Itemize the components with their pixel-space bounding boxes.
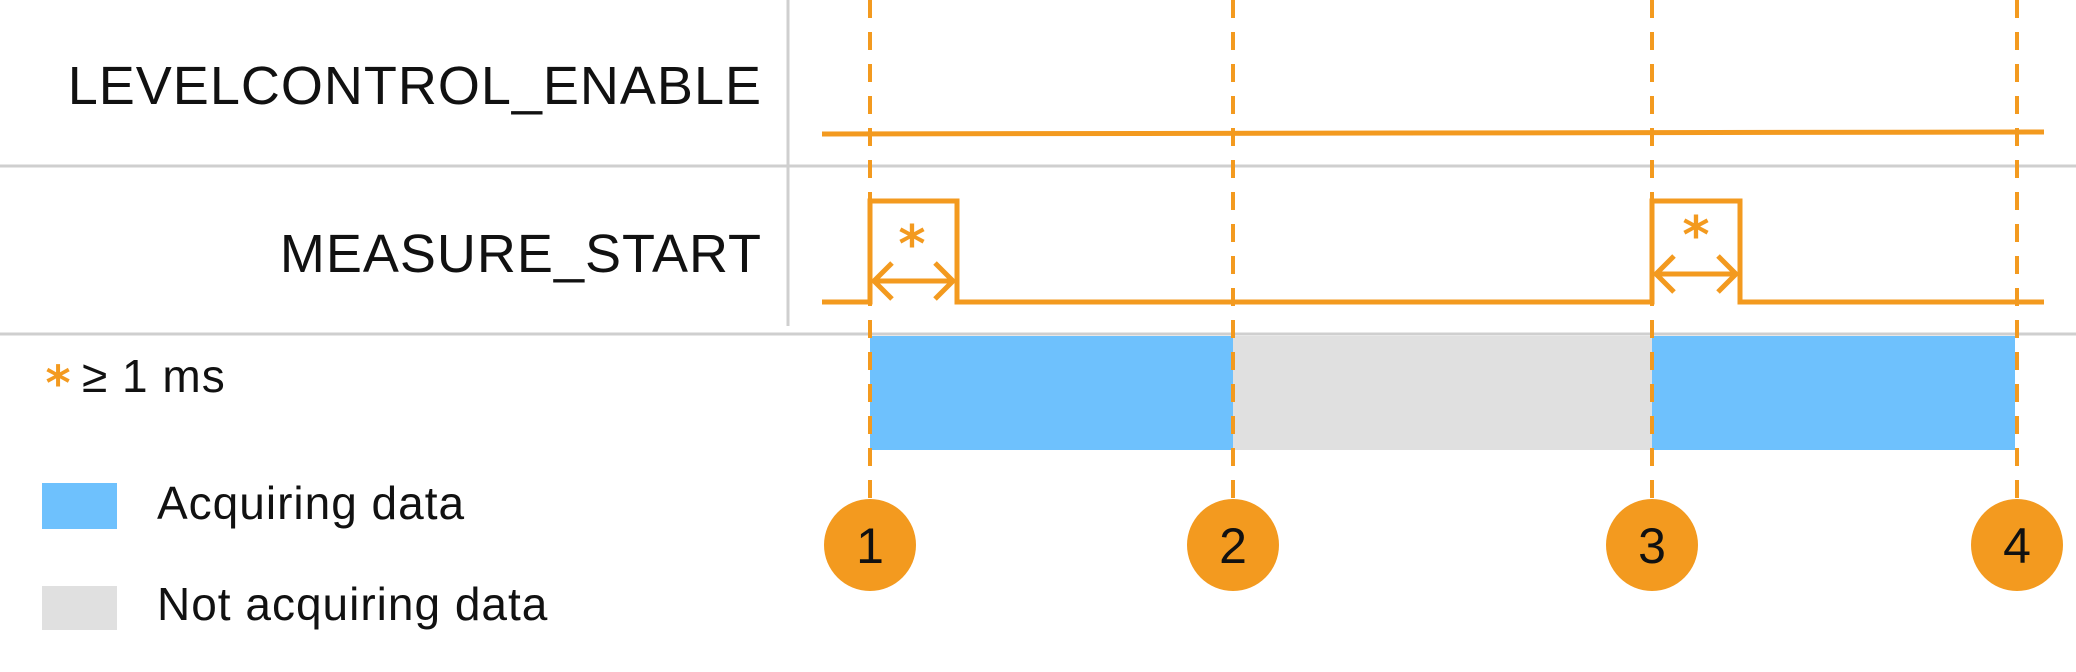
pulse-width-arrow-2 (1652, 254, 1740, 294)
marker-2: 2 (1187, 499, 1279, 591)
legend-note-text: ≥ 1 ms (82, 350, 226, 402)
marker-2-label: 2 (1219, 518, 1247, 574)
pulse-width-arrow-1 (870, 261, 957, 301)
marker-3-label: 3 (1638, 518, 1666, 574)
legend-note-asterisk: * (45, 356, 70, 412)
legend-label-not-acquiring: Not acquiring data (157, 578, 548, 630)
acquiring-bar-1 (870, 336, 1233, 450)
not-acquiring-bar (1233, 336, 1652, 450)
enable-waveform (821, 129, 2045, 137)
signal-label-measure-start: MEASURE_START (280, 224, 762, 284)
legend-label-acquiring: Acquiring data (157, 477, 465, 529)
marker-1-label: 1 (856, 518, 884, 574)
marker-1: 1 (824, 499, 916, 591)
marker-3: 3 (1606, 499, 1698, 591)
acquiring-bar-2 (1652, 336, 2015, 450)
marker-4-label: 4 (2003, 518, 2031, 574)
pulse-asterisk-1: * (898, 215, 925, 275)
marker-4: 4 (1971, 499, 2063, 591)
signal-label-levelcontrol-enable: LEVELCONTROL_ENABLE (68, 56, 762, 116)
pulse-asterisk-2: * (1682, 206, 1709, 266)
legend-swatch-acquiring (42, 483, 117, 529)
measure-start-waveform (822, 198, 2044, 305)
legend-swatch-not-acquiring (42, 586, 117, 630)
